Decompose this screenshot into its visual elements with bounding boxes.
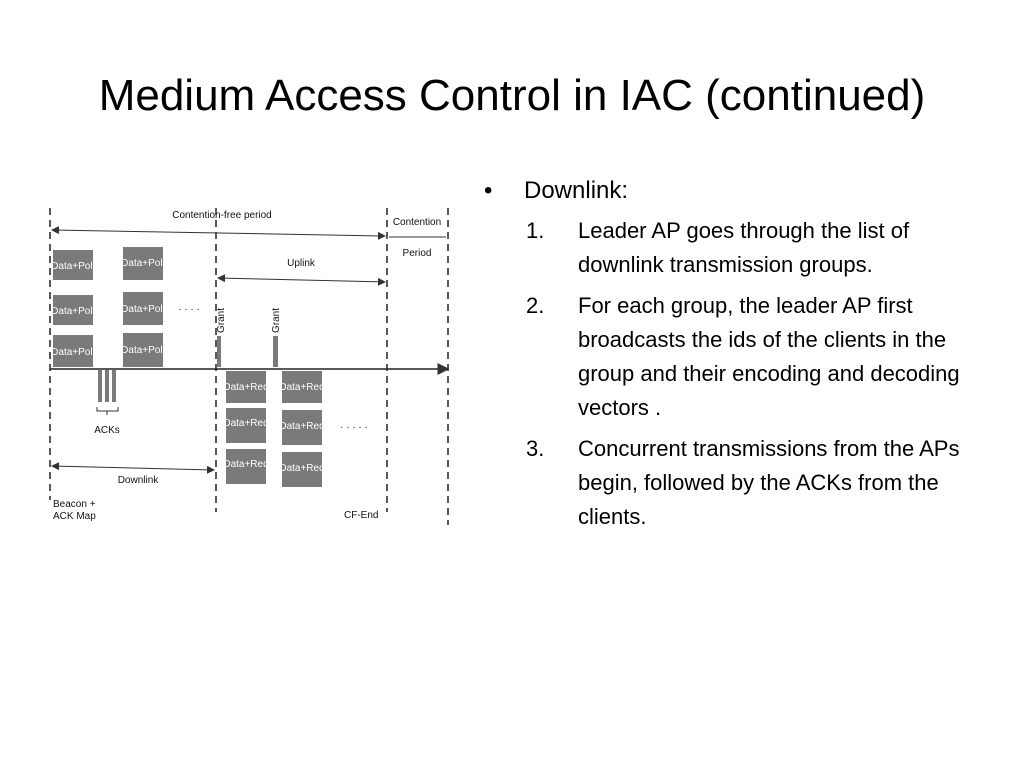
list-item: 3. Concurrent transmissions from the APs… — [482, 432, 1002, 534]
svg-text:Data+Req: Data+Req — [223, 459, 268, 470]
list-number: 2. — [526, 293, 545, 318]
data-req-box: Data+Req — [279, 371, 325, 403]
grant-label: Grant — [271, 308, 282, 333]
beacon-label-line2: ACK Map — [53, 511, 96, 522]
downlink-label: Downlink — [118, 475, 160, 486]
contention-label-line1: Contention — [393, 217, 441, 228]
list-number: 1. — [526, 218, 545, 243]
svg-text:Data+Poll: Data+Poll — [121, 258, 165, 269]
list-item: 2. For each group, the leader AP first b… — [482, 289, 1002, 425]
bullet-dot: • — [484, 177, 493, 204]
contention-label-line2: Period — [403, 248, 432, 259]
data-poll-box: Data+Poll — [121, 292, 165, 325]
slide-title: Medium Access Control in IAC (continued) — [98, 71, 926, 120]
svg-text:Data+Req: Data+Req — [279, 382, 324, 393]
svg-text:Data+Req: Data+Req — [223, 418, 268, 429]
timing-diagram-svg: Contention-free period Contention Period… — [49, 208, 450, 525]
data-poll-box: Data+Poll — [51, 335, 95, 367]
beacon-label-line1: Beacon + — [53, 499, 96, 510]
data-req-box: Data+Req — [279, 452, 325, 487]
svg-text:Data+Poll: Data+Poll — [121, 345, 165, 356]
data-poll-box: Data+Poll — [51, 250, 95, 280]
svg-text:Data+Req: Data+Req — [223, 382, 268, 393]
uplink-label: Uplink — [287, 258, 316, 269]
bullet-downlink: • Downlink: — [482, 174, 1002, 208]
ack-bar — [105, 370, 109, 402]
svg-text:Data+Poll: Data+Poll — [51, 347, 95, 358]
list-number: 3. — [526, 436, 545, 461]
svg-text:Data+Poll: Data+Poll — [51, 261, 95, 272]
grant-bar — [217, 336, 221, 367]
mac-timing-diagram: Contention-free period Contention Period… — [44, 200, 464, 530]
svg-text:Data+Req: Data+Req — [279, 463, 324, 474]
list-item: 1. Leader AP goes through the list of do… — [482, 214, 1002, 282]
cf-end-label: CF-End — [344, 510, 378, 521]
ack-bar — [112, 370, 116, 402]
grant-label: Grant — [216, 308, 227, 333]
list-item-text: Leader AP goes through the list of downl… — [578, 218, 910, 277]
svg-text:Data+Poll: Data+Poll — [51, 306, 95, 317]
numbered-list: 1. Leader AP goes through the list of do… — [482, 214, 1002, 534]
grant-bar — [273, 336, 278, 367]
ellipsis-downlink: · · · · — [178, 304, 200, 315]
content-area: • Downlink: 1. Leader AP goes through th… — [482, 174, 1002, 541]
list-item-text: Concurrent transmissions from the APs be… — [578, 436, 960, 529]
svg-text:Data+Req: Data+Req — [279, 421, 324, 432]
data-req-box: Data+Req — [279, 410, 325, 445]
downlink-arrow — [51, 462, 215, 474]
data-req-box: Data+Req — [223, 449, 269, 484]
acks-label: ACKs — [94, 425, 120, 436]
data-poll-box: Data+Poll — [121, 247, 165, 280]
data-poll-box: Data+Poll — [51, 295, 95, 325]
data-req-box: Data+Req — [223, 371, 269, 403]
contention-free-label: Contention-free period — [172, 210, 272, 221]
svg-text:Data+Poll: Data+Poll — [121, 304, 165, 315]
contention-free-arrow — [51, 226, 386, 240]
data-req-box: Data+Req — [223, 408, 269, 443]
acks-bracket — [96, 407, 119, 415]
uplink-arrow — [217, 274, 386, 286]
data-poll-box: Data+Poll — [121, 333, 165, 367]
bullet-text: Downlink: — [524, 177, 629, 204]
list-item-text: For each group, the leader AP first broa… — [578, 293, 960, 420]
ack-bar — [98, 370, 102, 402]
ellipsis-uplink: · · · · · — [340, 422, 368, 433]
